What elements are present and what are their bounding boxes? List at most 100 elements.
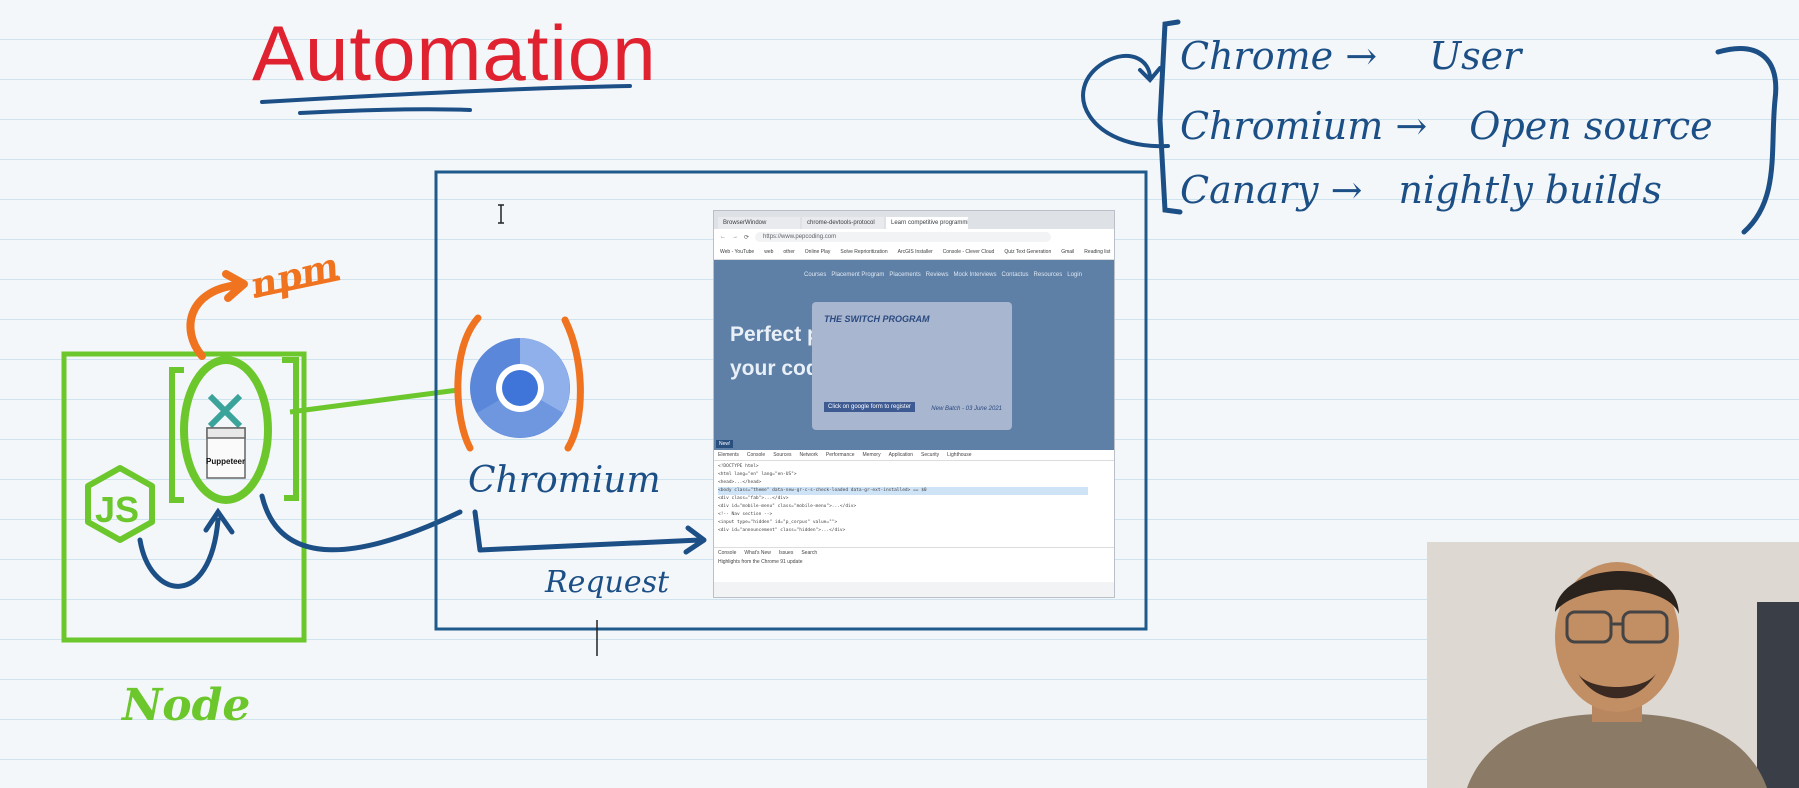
presenter-image — [1427, 542, 1799, 788]
browser-tab[interactable]: Learn competitive programming — [886, 217, 968, 229]
nodejs-hexagon-icon — [85, 465, 155, 543]
devtools-tab[interactable]: Memory — [862, 452, 881, 458]
code-line[interactable]: <!DOCTYPE html> — [718, 464, 759, 469]
nav-item[interactable]: Courses — [804, 272, 827, 278]
browser-tab[interactable]: chrome-devtools-protocol — [802, 217, 884, 229]
browser-url-bar: ← → ⟳ https://www.pepcoding.com — [714, 229, 1114, 245]
presenter-webcam — [1427, 542, 1799, 788]
browser-name: Canary — [1180, 168, 1319, 212]
devtools-tab[interactable]: Elements — [718, 452, 739, 458]
nav-item[interactable]: Mock Interviews — [953, 272, 997, 278]
code-line[interactable]: <input type="hidden" id="p_corpus" value… — [718, 520, 838, 525]
reload-icon[interactable]: ⟳ — [744, 234, 750, 241]
console-message: Highlights from the Chrome 91 update — [718, 559, 803, 565]
devtools-tab[interactable]: Network — [799, 452, 818, 458]
code-line[interactable]: <div class="fab">...</div> — [718, 496, 789, 501]
request-label: Request — [545, 565, 670, 600]
puppeteer-to-chromium-arrow — [259, 493, 463, 553]
devtools-tabs: Elements Console Sources Network Perform… — [714, 450, 1114, 461]
browser-desc: Open source — [1469, 104, 1713, 148]
console-tab[interactable]: Console — [718, 550, 737, 556]
chromium-orange-brackets — [454, 314, 584, 452]
text-cursor-icon — [498, 204, 504, 224]
page-title: Automation — [252, 9, 657, 97]
bookmarks-bar: Web - YouTube web other Online Play Solv… — [714, 245, 1114, 260]
devtools-tab[interactable]: Console — [746, 452, 766, 458]
node-to-puppeteer-arrow — [137, 507, 235, 589]
puppeteer-logo-icon — [206, 393, 246, 479]
browser-screenshot: BrowserWindow chrome-devtools-protocol L… — [713, 210, 1115, 598]
website-view: Courses Placement Program Placements Rev… — [714, 260, 1114, 450]
code-line[interactable]: <head>...</head> — [718, 480, 762, 485]
puppeteer-to-chromium-line — [289, 387, 459, 415]
bookmark[interactable]: Reading list — [1084, 249, 1111, 255]
puppeteer-circle — [180, 356, 272, 504]
devtools-tab[interactable]: Security — [921, 452, 940, 458]
bookmark[interactable]: ArcGIS Installer — [897, 249, 933, 255]
nav-item[interactable]: Placement Program — [831, 272, 885, 278]
chromium-frame — [434, 170, 1148, 631]
browser-list-item: Chromium → Open source — [1180, 104, 1713, 148]
back-icon[interactable]: ← — [720, 234, 726, 240]
puppeteer-brackets — [169, 357, 299, 503]
npm-arrow — [186, 270, 248, 360]
browser-tab-bar: BrowserWindow chrome-devtools-protocol L… — [714, 211, 1114, 229]
node-label: Node — [122, 680, 251, 731]
browser-desc: User — [1429, 34, 1522, 78]
code-line[interactable]: <body class="theme" data-new-gr-c-s-chec… — [718, 487, 1088, 495]
list-left-bracket — [1157, 19, 1183, 215]
code-line[interactable]: <div id="announcement" class="hidden">..… — [718, 528, 846, 533]
browser-desc: nightly builds — [1398, 168, 1662, 212]
puppeteer-label: Puppeteer — [206, 457, 246, 466]
title-underline — [260, 84, 632, 115]
bookmark[interactable]: Online Play — [804, 249, 831, 255]
register-button[interactable]: Click on google form to register — [824, 402, 916, 412]
npm-underline — [253, 276, 341, 298]
bookmark[interactable]: web — [764, 249, 774, 255]
chromium-label: Chromium — [468, 460, 661, 501]
nodejs-js-icon: JS — [95, 489, 139, 530]
bookmark[interactable]: other — [783, 249, 795, 255]
nav-item[interactable]: Resources — [1033, 272, 1063, 278]
node-box — [61, 351, 307, 643]
bookmark[interactable]: Solve Reprioritization — [840, 249, 888, 255]
bookmark[interactable]: Console - Clever Cloud — [942, 249, 995, 255]
promo-card[interactable]: THE SWITCH PROGRAM Click on google form … — [812, 302, 1012, 430]
code-line[interactable]: <div id="mobile-menu" class="mobile-menu… — [718, 504, 857, 509]
nav-item[interactable]: Placements — [889, 272, 921, 278]
devtools-tab[interactable]: Performance — [825, 452, 855, 458]
console-tab[interactable]: What's New — [744, 550, 771, 556]
forward-icon[interactable]: → — [732, 234, 738, 240]
address-input[interactable]: https://www.pepcoding.com — [755, 232, 1052, 242]
browser-tab[interactable]: BrowserWindow — [718, 217, 800, 229]
batch-date: New Batch - 03 June 2021 — [931, 406, 1002, 412]
bookmark[interactable]: Quiz Text Generation — [1004, 249, 1052, 255]
request-arrow — [472, 509, 707, 555]
console-tab[interactable]: Issues — [778, 550, 794, 556]
list-loop-arrow — [1081, 53, 1170, 149]
dom-tree: <!DOCTYPE html> <html lang="en" lang="en… — [714, 461, 1092, 537]
console-tab[interactable]: Search — [801, 550, 818, 556]
devtools-tab[interactable]: Sources — [773, 452, 792, 458]
browser-list-item: Chrome → User — [1180, 34, 1522, 78]
console-drawer: Console What's New Issues Search Highlig… — [714, 547, 1114, 582]
nav-item[interactable]: Login — [1067, 272, 1082, 278]
browser-name: Chrome — [1180, 34, 1334, 78]
code-line[interactable]: <!-- Nav section --> — [718, 512, 773, 517]
nav-item[interactable]: Contactus — [1001, 272, 1029, 278]
browser-list-item: Canary → nightly builds — [1180, 168, 1662, 212]
list-right-bracket — [1715, 46, 1779, 235]
bookmark[interactable]: Web - YouTube — [720, 249, 755, 255]
code-line[interactable]: <html lang="en" lang="en-US"> — [718, 472, 797, 477]
browser-name: Chromium — [1180, 104, 1384, 148]
site-nav: Courses Placement Program Placements Rev… — [804, 272, 1082, 278]
devtools-panel: Elements Console Sources Network Perform… — [714, 450, 1114, 582]
devtools-tab[interactable]: Lighthouse — [947, 452, 972, 458]
nav-item[interactable]: Reviews — [925, 272, 949, 278]
hero-line: Perfect pla — [730, 323, 838, 346]
chromium-logo-icon — [470, 338, 570, 438]
devtools-tab[interactable]: Application — [888, 452, 914, 458]
promo-title: THE SWITCH PROGRAM — [824, 314, 930, 324]
bookmark[interactable]: Gmail — [1061, 249, 1075, 255]
